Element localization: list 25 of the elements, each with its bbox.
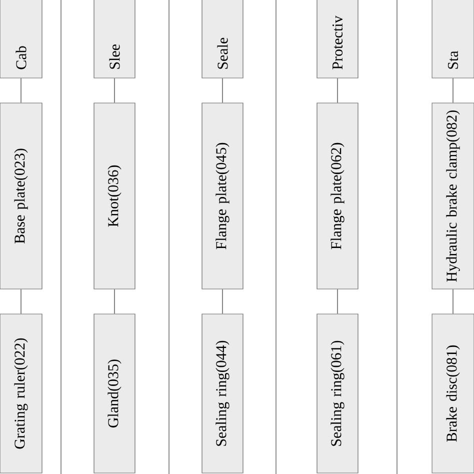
- part-box: Hydraulic brake clamp(082): [432, 102, 474, 290]
- part-box: Seale: [202, 0, 244, 78]
- connector-line: [222, 288, 223, 314]
- part-box: Slee: [94, 0, 136, 78]
- part-box: Base plate(023): [0, 102, 42, 290]
- connector-line: [452, 78, 454, 104]
- part-box: Flange plate(045): [202, 102, 244, 290]
- part-box: Cab: [0, 0, 42, 78]
- connector-line: [20, 288, 22, 314]
- connector-line: [337, 78, 338, 104]
- connector-line: [222, 78, 223, 104]
- part-box: Brake disc(081): [432, 314, 474, 474]
- connector-line: [20, 78, 22, 104]
- part-box: Flange plate(062): [316, 102, 358, 290]
- part-box: Knot(036): [94, 102, 136, 290]
- part-box: Sealing ring(061): [316, 314, 358, 474]
- connector-line: [337, 288, 338, 314]
- connector-line: [452, 288, 454, 314]
- part-box: Sealing ring(044): [202, 314, 244, 474]
- connector-line: [114, 78, 115, 104]
- part-box: Grating ruler(022): [0, 314, 42, 474]
- part-box: Sta: [432, 0, 474, 78]
- part-box: Protectiv: [316, 0, 358, 78]
- connector-line: [114, 288, 115, 314]
- part-box: Gland(035): [94, 314, 136, 474]
